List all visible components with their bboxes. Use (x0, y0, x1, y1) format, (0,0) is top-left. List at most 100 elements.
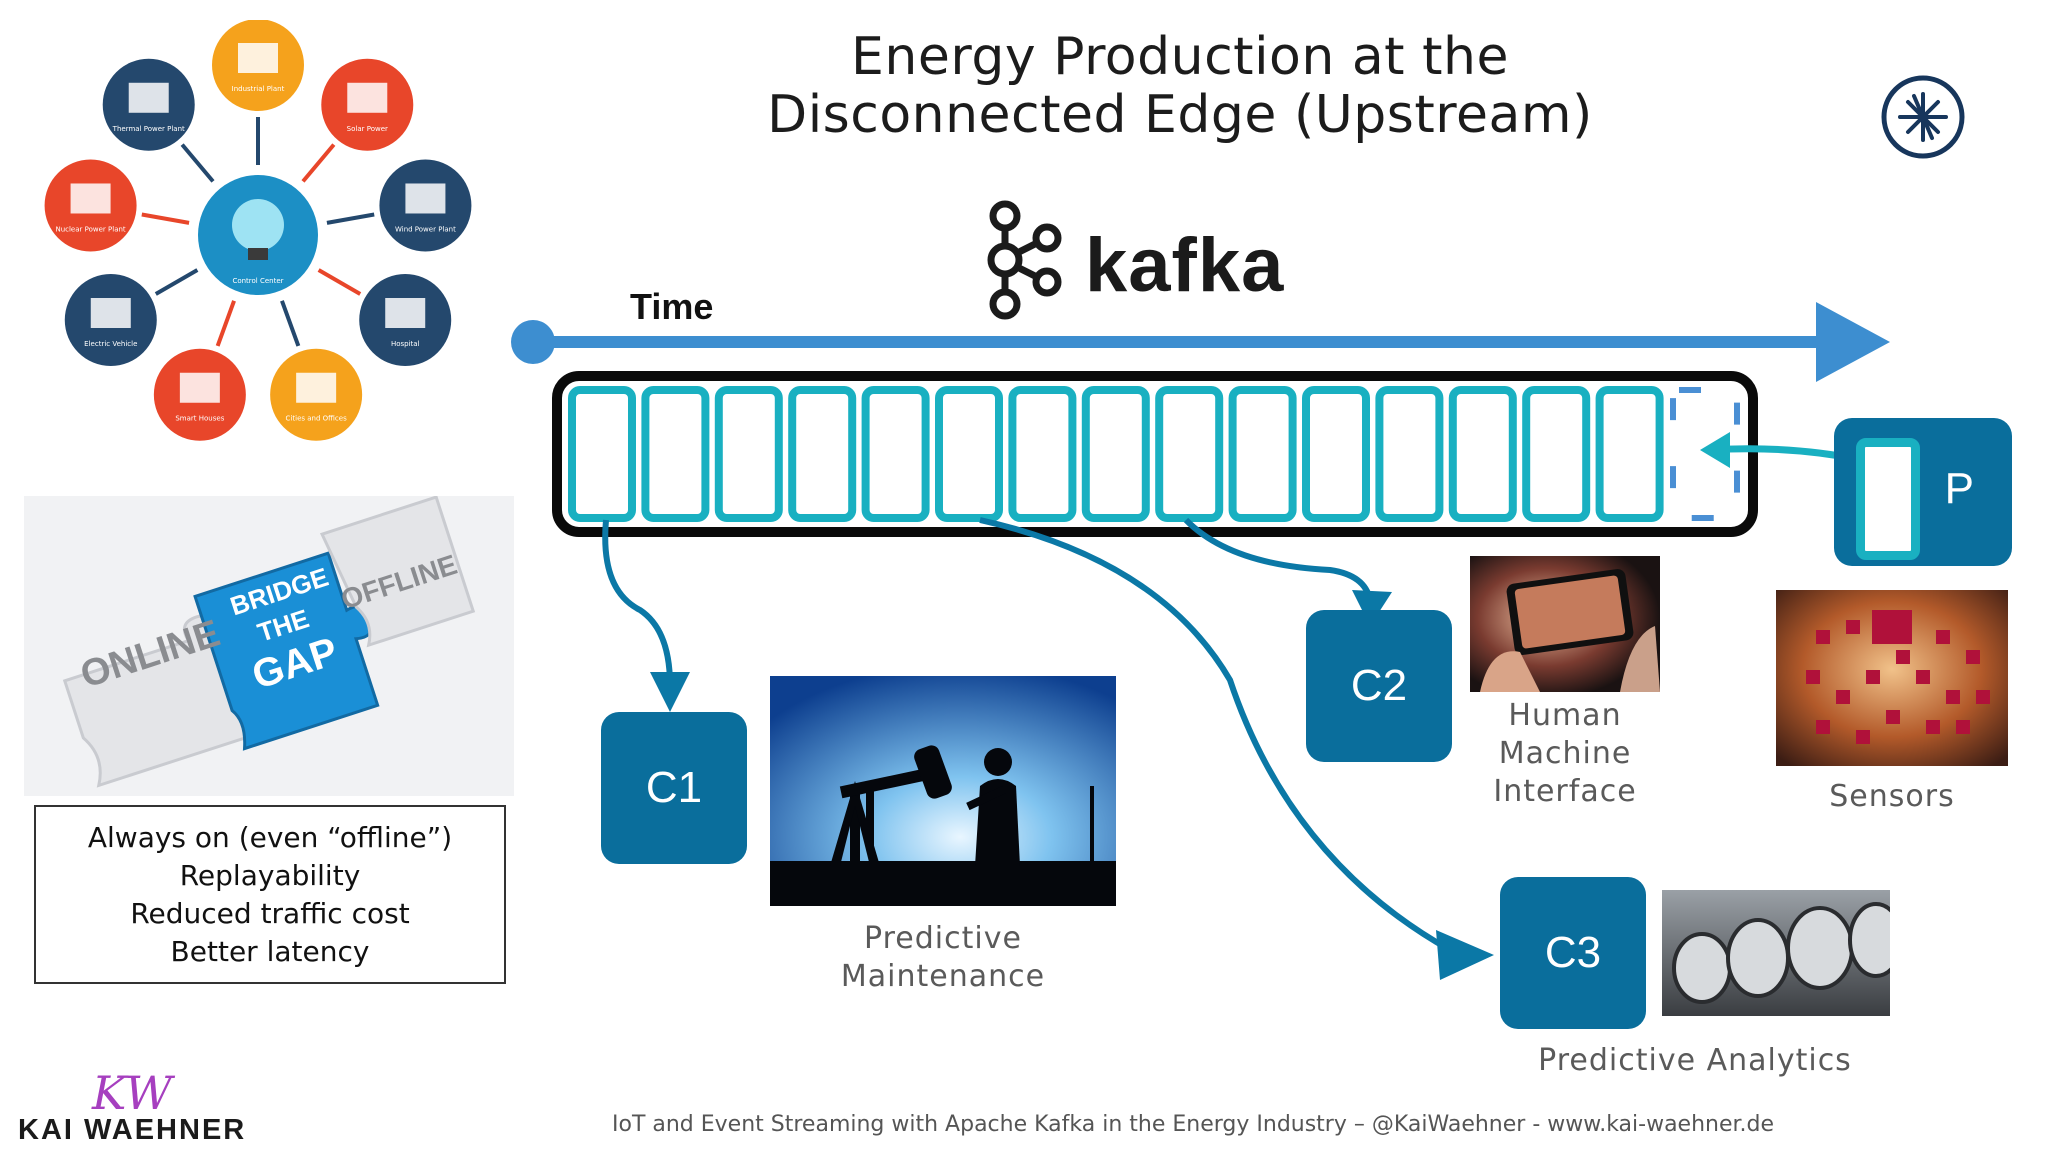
title-line-1: Energy Production at the (851, 27, 1509, 87)
hmi-photo (1470, 556, 1660, 692)
producer-label: P (1944, 464, 1974, 513)
log-record-15 (1595, 386, 1664, 522)
energy-node-label-2: Solar Power (347, 125, 388, 133)
benefit-latency: Better latency (170, 934, 370, 968)
sensor-icon-16 (1896, 650, 1910, 664)
hmi-caption: Human Machine Interface (1493, 698, 1637, 809)
log-next-slot (1670, 387, 1740, 521)
predictive-analytics-caption: Predictive Analytics (1538, 1043, 1852, 1078)
energy-flow-arrow-7 (154, 268, 199, 296)
energy-node-label-4: Hospital (391, 340, 420, 348)
confluent-star-icon (1881, 75, 1965, 159)
lightbulb-icon (232, 199, 284, 251)
energy-node-label-3: Wind Power Plant (395, 225, 456, 233)
log-record-6 (935, 386, 1003, 522)
log-record-2 (641, 386, 710, 522)
energy-flow-arrow-2 (301, 143, 336, 183)
title-line-2: Disconnected Edge (Upstream) (767, 85, 1593, 145)
energy-node-icon-3 (405, 183, 446, 214)
log-record-13 (1448, 386, 1517, 522)
benefits-box: Always on (even “offline”) Replayability… (34, 805, 506, 984)
sensor-icon-6 (1836, 690, 1850, 704)
log-record-7 (1008, 386, 1077, 522)
log-record-14 (1522, 386, 1591, 522)
energy-node-label-8: Nuclear Power Plant (55, 225, 125, 233)
consumer-c3-box[interactable]: C3 (1500, 877, 1646, 1029)
sensor-icon-14 (1926, 720, 1940, 734)
sensors-caption: Sensors (1829, 779, 1955, 814)
producer-record (1856, 438, 1920, 560)
c3-arrowhead (1436, 930, 1494, 980)
sensor-icon-2 (1846, 620, 1860, 634)
energy-node-icon-1 (238, 43, 278, 73)
brand-name: KAI WAEHNER (18, 1114, 247, 1146)
sensor-icon-10 (1976, 690, 1990, 704)
log-record-10 (1228, 386, 1297, 522)
kafka-logo-icon (987, 200, 1062, 320)
energy-node-icon-5 (296, 372, 337, 403)
consumer-c2-label: C2 (1350, 661, 1408, 710)
time-label: Time (630, 286, 714, 327)
page-title: Energy Production at the Disconnected Ed… (560, 28, 1800, 144)
log-segments (568, 386, 1664, 522)
consumer-c2-box[interactable]: C2 (1306, 610, 1452, 762)
energy-node-icon-8 (70, 183, 111, 214)
log-record-5 (861, 386, 930, 522)
log-record-9 (1155, 386, 1224, 522)
consumer-arrows (602, 517, 1452, 953)
timeline-arrowhead (1816, 302, 1890, 382)
sensor-icon-13 (1886, 710, 1900, 724)
log-record-3 (714, 386, 783, 522)
sensor-icon-12 (1856, 730, 1870, 744)
energy-node-icon-7 (90, 298, 131, 328)
c2-arrowhead (1352, 590, 1392, 626)
log-record-8 (1081, 386, 1150, 522)
energy-node-icon-6 (179, 372, 220, 403)
sensor-icon-8 (1916, 670, 1930, 684)
sensor-icon-9 (1946, 690, 1960, 704)
predictive-analytics-photo (1662, 890, 1890, 1016)
energy-flow-arrow-5 (280, 300, 301, 347)
sensor-icon-11 (1816, 720, 1830, 734)
energy-node-icon-9 (128, 82, 169, 113)
predictive-maintenance-caption: Predictive Maintenance (840, 921, 1046, 994)
log-record-11 (1302, 386, 1370, 522)
sensor-icon-7 (1866, 670, 1880, 684)
energy-node-label-6: Smart Houses (175, 415, 224, 423)
producer-arrowhead (1700, 432, 1730, 468)
energy-node-label-5: Cities and Offices (286, 415, 348, 423)
benefit-traffic-cost: Reduced traffic cost (130, 896, 410, 930)
footer-text: IoT and Event Streaming with Apache Kafk… (612, 1112, 1775, 1137)
sensor-icon-3 (1936, 630, 1950, 644)
energy-flow-arrow-9 (180, 143, 215, 183)
energy-node-label-1: Industrial Plant (232, 85, 285, 93)
energy-flow-arrow-4 (317, 268, 362, 296)
benefit-always-on: Always on (even “offline”) (87, 820, 453, 854)
kafka-wordmark: kafka (1085, 223, 1285, 308)
consumer-c1-box[interactable]: C1 (601, 712, 747, 864)
kw-logo-icon: KW (92, 1066, 173, 1120)
bridge-the-gap-puzzle: ONLINE BRIDGE THE GAP OFFLINE (24, 496, 514, 796)
consumer-c3-label: C3 (1544, 928, 1602, 977)
energy-node-icon-2 (347, 82, 388, 113)
energy-node-icon-4 (385, 298, 426, 328)
log-record-1 (568, 386, 636, 522)
energy-flow-arrow-3 (326, 212, 375, 225)
sensor-icon-4 (1966, 650, 1980, 664)
log-record-4 (788, 386, 857, 522)
energy-node-label-7: Electric Vehicle (84, 340, 137, 348)
c1-arrowhead (650, 672, 690, 712)
sensor-icon-15 (1956, 720, 1970, 734)
energy-flow-arrow-8 (141, 212, 190, 225)
arrow-to-c3 (979, 517, 1452, 953)
energy-node-label-9: Thermal Power Plant (112, 125, 185, 133)
energy-flow-arrow-6 (215, 300, 236, 347)
benefit-replayability: Replayability (179, 858, 361, 892)
producer-box[interactable]: P (1834, 418, 2012, 566)
sensor-icon-5 (1806, 670, 1820, 684)
arrow-to-c2 (1183, 517, 1373, 601)
sensor-icon-1 (1816, 630, 1830, 644)
arrow-to-c1 (602, 519, 673, 686)
